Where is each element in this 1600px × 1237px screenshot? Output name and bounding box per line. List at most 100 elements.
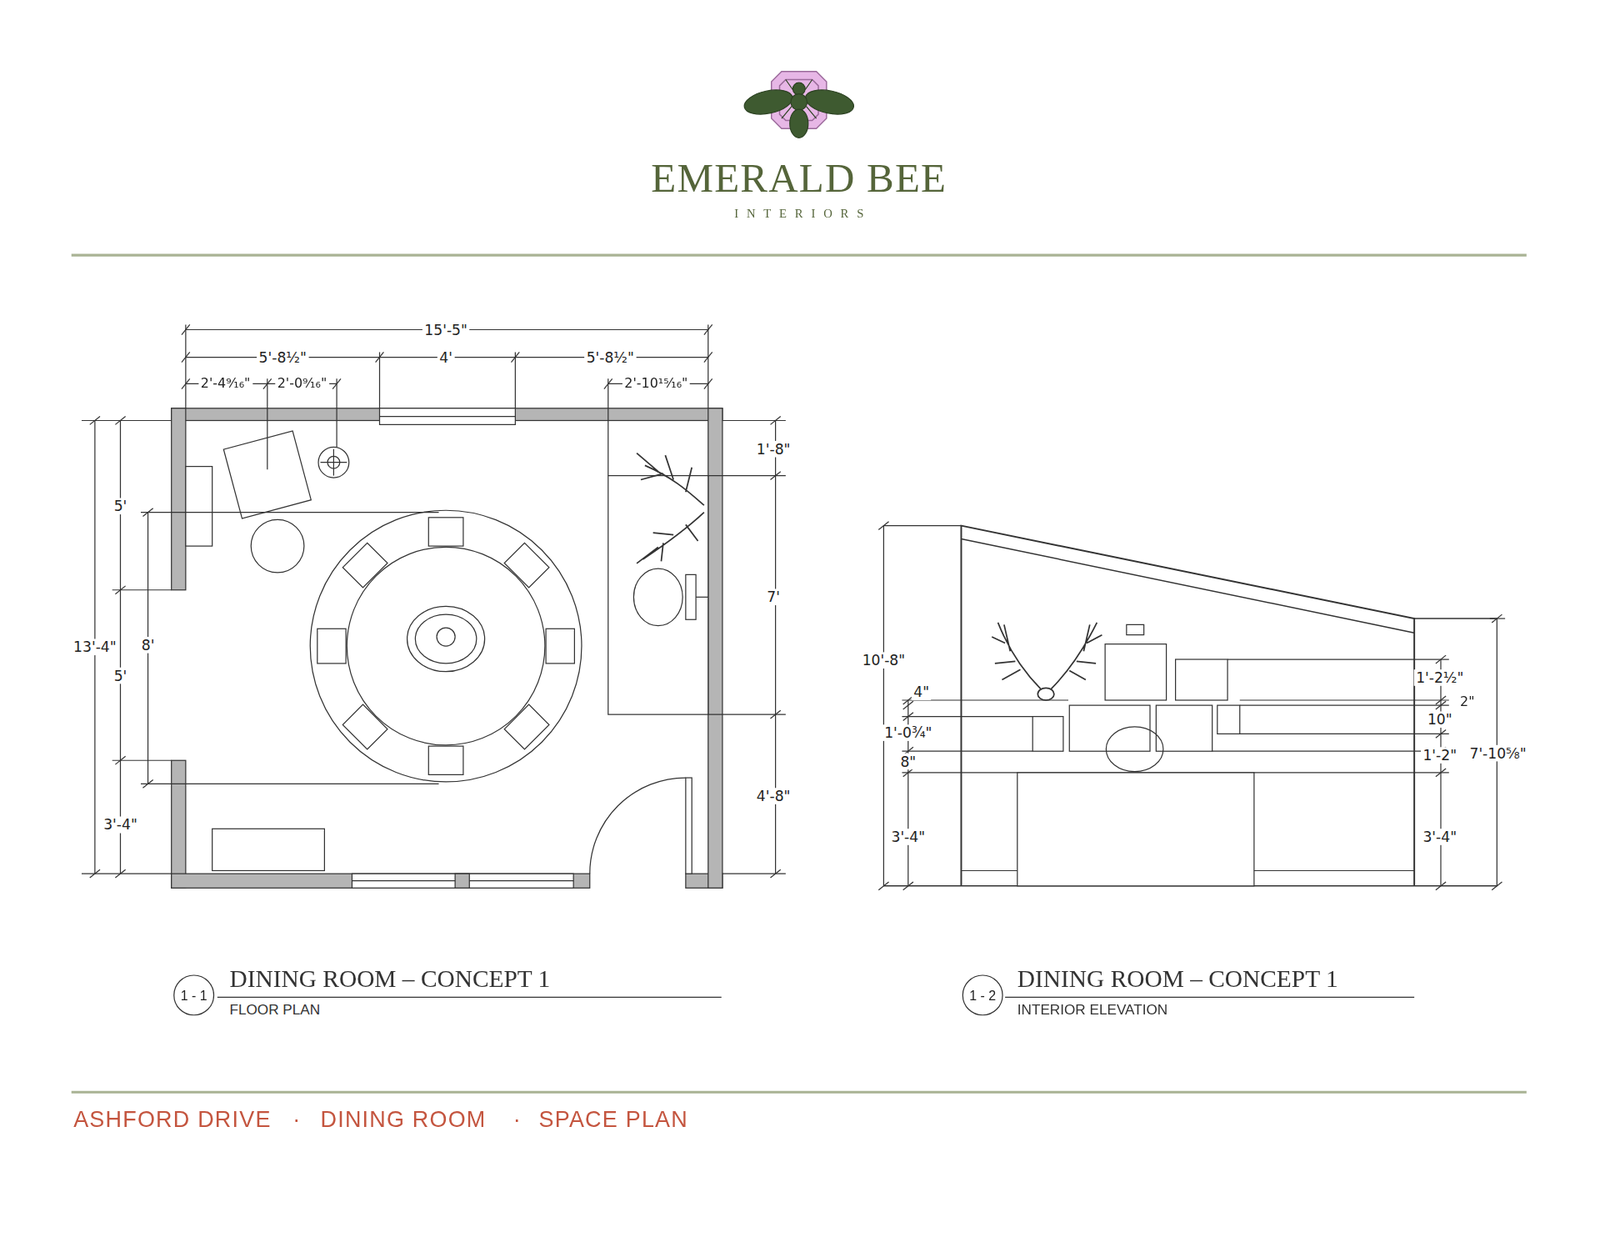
logo-wordmark: EMERALD BEE bbox=[650, 155, 947, 202]
furniture-plan bbox=[415, 614, 476, 664]
dimension-line bbox=[140, 511, 440, 513]
furniture-plan bbox=[185, 466, 213, 547]
art-frame bbox=[1032, 716, 1064, 752]
room-walls bbox=[171, 408, 186, 590]
dining-chair bbox=[317, 628, 346, 664]
window-symbol bbox=[380, 408, 516, 425]
dimension-line bbox=[903, 700, 914, 710]
dimension-line bbox=[707, 324, 709, 408]
logo-bee bbox=[792, 82, 805, 95]
antler-elevation bbox=[991, 622, 1041, 690]
dimension-label: 7' bbox=[765, 588, 783, 605]
dimension-line bbox=[878, 881, 889, 890]
furniture-plan bbox=[695, 596, 709, 598]
window-symbol bbox=[455, 873, 470, 888]
dimension-label: 8" bbox=[898, 753, 919, 770]
art-frame bbox=[1126, 624, 1145, 635]
antler-plan bbox=[636, 453, 705, 564]
art-frame bbox=[1217, 705, 1240, 734]
dining-chair bbox=[545, 628, 575, 664]
title-underline bbox=[217, 996, 722, 998]
dimension-label: 15'-5" bbox=[422, 321, 470, 339]
door-swing bbox=[590, 777, 692, 874]
elevation-walls bbox=[883, 525, 1497, 886]
dimension-label: 5' bbox=[111, 497, 130, 515]
sideboard-elevation bbox=[960, 772, 1415, 886]
dimension-line bbox=[1240, 705, 1450, 706]
dimension-label: 13'-4" bbox=[71, 638, 119, 655]
dimension-line bbox=[1490, 617, 1505, 619]
furniture-plan bbox=[333, 449, 335, 476]
antler-plan bbox=[636, 453, 705, 505]
dimension-line bbox=[112, 589, 172, 590]
dimension-label: 4" bbox=[911, 683, 932, 700]
window-symbol bbox=[380, 415, 516, 417]
dimension-label: 2'-0⁹⁄₁₆" bbox=[275, 375, 329, 391]
dimension-label: 4'-8" bbox=[754, 787, 792, 805]
dimension-line bbox=[722, 420, 786, 421]
dimension-label: 10" bbox=[1425, 710, 1455, 728]
dimension-line bbox=[878, 521, 889, 530]
footer-text: ASHFORD DRIVE bbox=[73, 1106, 271, 1133]
dimension-label: 2'-4⁹⁄₁₆" bbox=[198, 375, 252, 391]
dimension-line bbox=[901, 771, 961, 773]
furniture-plan bbox=[685, 574, 696, 620]
dimension-line bbox=[1240, 699, 1450, 700]
dimension-line bbox=[81, 324, 1505, 890]
dimension-line bbox=[1212, 750, 1450, 752]
room-walls bbox=[171, 760, 186, 888]
dimension-label: 5'-8½" bbox=[584, 349, 636, 366]
elevation-walls bbox=[1414, 617, 1497, 619]
view-title: DINING ROOM – CONCEPT 1 bbox=[1017, 965, 1339, 995]
room-walls bbox=[171, 873, 590, 888]
callout-number: 1 - 2 bbox=[969, 987, 996, 1003]
antler-elevation bbox=[1050, 622, 1102, 690]
title-underline bbox=[1005, 996, 1415, 998]
dining-chair bbox=[342, 704, 388, 750]
art-frame bbox=[1155, 705, 1212, 751]
dining-chair bbox=[342, 542, 388, 588]
furniture-plan bbox=[633, 568, 683, 626]
logo-bee bbox=[790, 109, 809, 138]
room-walls bbox=[708, 408, 723, 889]
dimension-label: 8' bbox=[139, 636, 157, 654]
dimension-label: 3'-4" bbox=[889, 828, 927, 845]
antler-plan bbox=[636, 512, 705, 564]
logo-tagline: INTERIORS bbox=[734, 207, 872, 222]
art-frame bbox=[1105, 726, 1164, 772]
dining-chair bbox=[504, 542, 550, 588]
view-subtitle: FLOOR PLAN bbox=[230, 1000, 321, 1018]
dimension-line bbox=[120, 420, 121, 874]
dimension-line bbox=[708, 475, 786, 476]
logo-bee bbox=[781, 80, 817, 120]
art-frame bbox=[1175, 659, 1228, 700]
dimension-label: 5' bbox=[111, 667, 130, 685]
dimension-label: 3'-4" bbox=[101, 816, 140, 834]
footer-rule bbox=[71, 1090, 1527, 1094]
header-rule bbox=[71, 255, 1527, 256]
sideboard-elevation bbox=[960, 870, 1017, 871]
furniture-plan bbox=[436, 627, 455, 646]
dimension-line bbox=[379, 351, 380, 408]
furniture-plan bbox=[318, 446, 350, 478]
dimension-line bbox=[1227, 658, 1450, 660]
furniture-plan bbox=[346, 546, 545, 745]
elevation-walls bbox=[960, 539, 1415, 634]
furniture-plan bbox=[407, 605, 485, 671]
footer-separator: · bbox=[292, 1106, 301, 1133]
room-walls bbox=[171, 408, 723, 889]
antler-elevation bbox=[991, 622, 1102, 700]
sideboard-elevation bbox=[1017, 772, 1255, 886]
dimension-label: 1'-2½" bbox=[1414, 669, 1466, 686]
dimension-line bbox=[81, 420, 172, 421]
footer-text: DINING ROOM bbox=[320, 1106, 486, 1133]
dimension-label: 10'-8" bbox=[860, 651, 907, 669]
callout-circle: 1 - 2 bbox=[962, 974, 1004, 1015]
footer-rule bbox=[71, 1091, 1527, 1093]
dimension-label: 1'-8" bbox=[754, 440, 792, 458]
furniture-plan bbox=[212, 828, 325, 870]
dimension-line bbox=[1240, 733, 1450, 735]
dimension-label: 1'-0¾" bbox=[882, 724, 935, 741]
